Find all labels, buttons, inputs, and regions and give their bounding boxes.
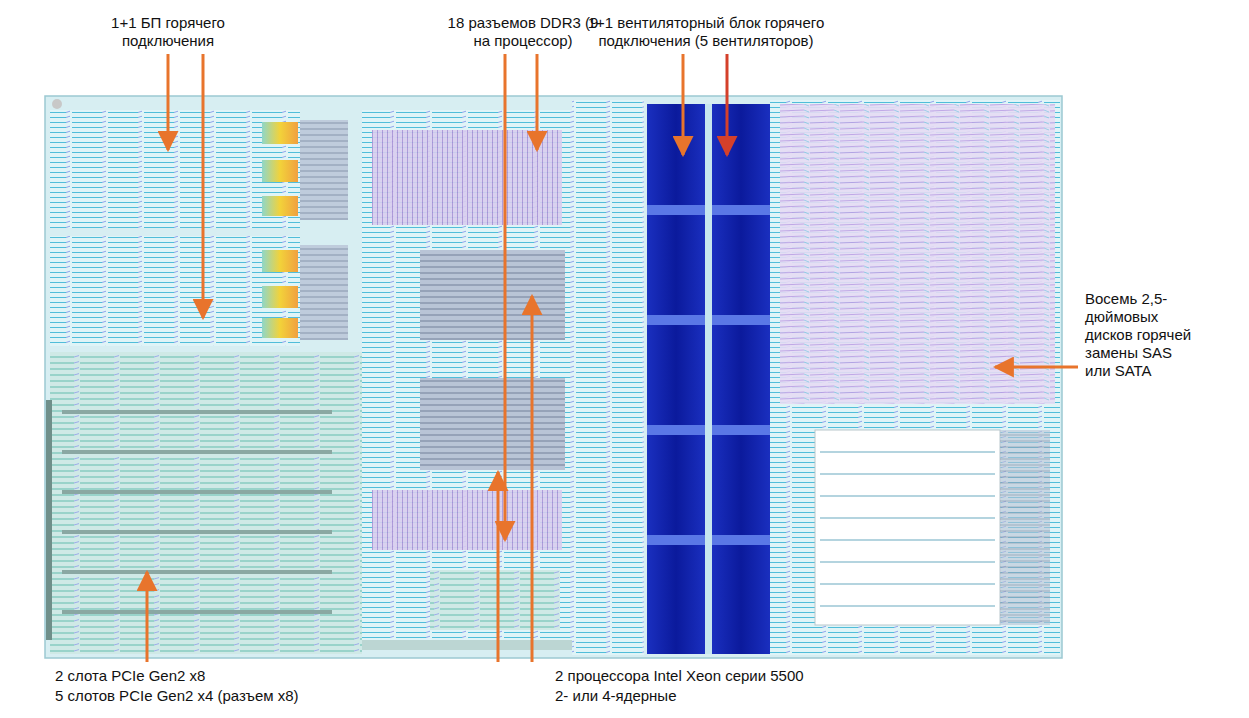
leader-line — [995, 366, 1078, 369]
pcie-card — [62, 530, 332, 534]
power-supply — [50, 236, 300, 346]
pcie-card — [62, 610, 332, 614]
drive-slot — [820, 451, 995, 453]
leader-lines — [147, 54, 1078, 662]
leader-line — [536, 54, 539, 150]
pcie-card — [62, 410, 332, 414]
leader-line — [682, 54, 685, 155]
power-supply — [50, 110, 300, 228]
fan-divider — [705, 104, 712, 654]
hot-spot — [262, 196, 298, 216]
cpu-memory-area — [362, 110, 572, 650]
dimm-bank — [372, 130, 562, 225]
board-edge — [362, 640, 572, 650]
pcie-area — [50, 352, 362, 654]
leader-line — [504, 54, 507, 540]
front-airflow — [780, 104, 1055, 404]
fan-band — [712, 315, 770, 325]
callout-label: 2- или 4-ядерные — [555, 687, 677, 705]
callout-label: 1+1 вентиляторный блок горячего подключе… — [565, 14, 847, 50]
leader-line — [497, 472, 500, 662]
hot-spot — [262, 318, 298, 338]
fan-band — [647, 315, 705, 325]
hot-spot — [262, 286, 298, 308]
fan-band — [712, 535, 770, 545]
leader-line — [531, 296, 534, 662]
callout-label: 5 слотов PCIe Gen2 x4 (разъем x8) — [55, 687, 299, 705]
leader-line — [202, 54, 205, 318]
callout-label: 18 разъемов DDR3 (9 на процессор) — [446, 14, 600, 50]
psu-heatsink — [300, 120, 348, 220]
cpu-heatsink — [420, 378, 565, 470]
cpu-heatsink — [420, 250, 565, 340]
callout-label: 2 слота PCIe Gen2 x8 — [55, 667, 205, 685]
hot-spot — [262, 122, 298, 144]
callout-label: Восемь 2,5-дюймовых дисков горячей замен… — [1085, 290, 1199, 380]
drive-backplane — [1000, 430, 1050, 625]
rear-bracket — [46, 400, 52, 640]
pcie-card — [62, 450, 332, 454]
fan-column — [712, 104, 770, 654]
fan-band — [712, 425, 770, 435]
drive-slot — [820, 539, 995, 541]
drive-slot — [820, 605, 995, 607]
air-channel — [572, 100, 644, 655]
callout-label: 1+1 БП горячего подключения — [95, 14, 241, 50]
hot-spot — [262, 250, 298, 272]
fan-band — [712, 205, 770, 215]
hot-spot — [262, 160, 298, 182]
fan-band — [647, 535, 705, 545]
drive-slot — [820, 517, 995, 519]
fan-band — [647, 205, 705, 215]
leader-line — [726, 54, 729, 155]
leader-line — [167, 54, 170, 150]
drive-slot — [820, 473, 995, 475]
screw-dot — [52, 99, 62, 109]
drive-slot — [820, 495, 995, 497]
fan-column — [647, 104, 705, 654]
drive-slot — [820, 583, 995, 585]
pcie-card — [62, 490, 332, 494]
leader-line — [146, 572, 149, 662]
front-area — [770, 100, 1060, 655]
drive-slot — [820, 561, 995, 563]
callout-label: 2 процессора Intel Xeon серии 5500 — [555, 667, 804, 685]
psu-heatsink — [300, 245, 348, 340]
chassis — [45, 96, 1062, 658]
fan-band — [647, 425, 705, 435]
fan-bands — [647, 205, 770, 545]
pcie-card — [62, 570, 332, 574]
drive-slots — [820, 452, 995, 606]
drive-bay — [815, 430, 1000, 625]
chipset-area — [430, 570, 560, 630]
